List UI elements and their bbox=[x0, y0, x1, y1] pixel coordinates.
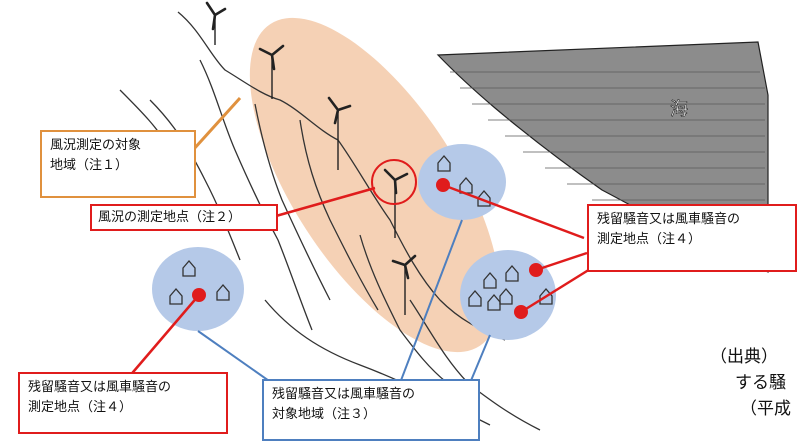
noise-point-right-line1: 残留騒音又は風車騒音の bbox=[597, 212, 741, 227]
turbine bbox=[383, 168, 409, 238]
leader-noise-right-1 bbox=[535, 251, 588, 272]
source-note-line1: （出典） bbox=[710, 347, 778, 367]
leader-noise-right-2 bbox=[520, 264, 596, 314]
turbine bbox=[327, 96, 352, 170]
wind-area-ellipse bbox=[249, 17, 501, 353]
wind-area-label-line1: 風況測定の対象 bbox=[50, 138, 142, 153]
wind-turbines bbox=[205, 1, 417, 315]
source-note-line2: する騒 bbox=[735, 373, 786, 393]
source-note-line3: （平成 bbox=[740, 399, 791, 419]
leader-noise-left bbox=[127, 294, 200, 379]
noise-point-label-right: 残留騒音又は風車騒音の 測定地点（注４） bbox=[587, 204, 797, 272]
leader-area-top bbox=[399, 219, 463, 384]
noise-area-label: 残留騒音又は風車騒音の 対象地域（注３） bbox=[262, 379, 480, 441]
noise-point-label-left: 残留騒音又は風車騒音の 測定地点（注４） bbox=[18, 372, 228, 434]
leader-area-right bbox=[469, 334, 491, 384]
sea-label: 海 bbox=[670, 99, 688, 120]
wind-point-label-text: 風況の測定地点（注２） bbox=[98, 210, 242, 225]
houses bbox=[169, 155, 553, 311]
noise-point-right-line2: 測定地点（注４） bbox=[597, 232, 702, 248]
turbine bbox=[205, 1, 227, 45]
wind-area-label-line2: 地域（注１） bbox=[50, 158, 129, 174]
noise-area-line1: 残留騒音又は風車騒音の bbox=[272, 387, 416, 402]
noise-point-left-line2: 測定地点（注４） bbox=[28, 400, 133, 416]
leader-wind-point bbox=[275, 186, 376, 218]
noise-point-left-line1: 残留騒音又は風車騒音の bbox=[28, 380, 172, 395]
turbine bbox=[258, 44, 285, 99]
leader-wind-area bbox=[191, 96, 242, 152]
wind-area-label: 風況測定の対象 地域（注１） bbox=[40, 130, 196, 198]
wind-point-marker bbox=[371, 159, 417, 205]
noise-area-line2: 対象地域（注３） bbox=[272, 407, 377, 423]
leader-noise-top bbox=[442, 183, 585, 240]
wind-point-label: 風況の測定地点（注２） bbox=[90, 204, 278, 231]
turbine bbox=[391, 254, 417, 315]
leader-area-left bbox=[197, 330, 273, 384]
